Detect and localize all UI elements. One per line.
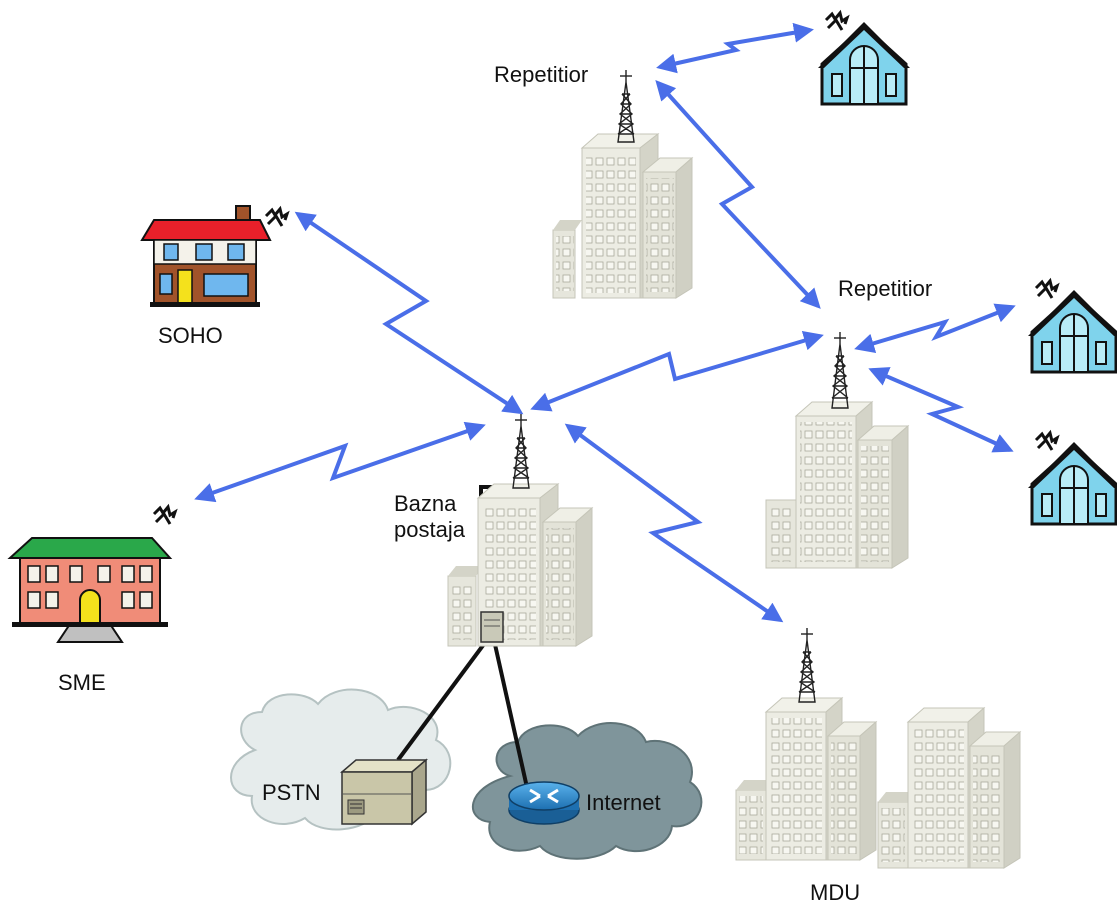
soho-house-icon xyxy=(140,205,290,307)
base-station-building xyxy=(447,482,594,647)
tower-mdu xyxy=(798,628,816,703)
tower-repeater-right xyxy=(831,332,849,409)
label-repeater-top: Repetitior xyxy=(494,62,589,87)
link-repeater-right-house1 xyxy=(854,303,1016,353)
link-base-repeater-right xyxy=(530,330,824,412)
tower-repeater-top xyxy=(617,70,635,143)
link-repeater-right-house2 xyxy=(868,367,1014,453)
label-pstn: PSTN xyxy=(262,780,321,805)
repeater-top-building xyxy=(552,132,694,299)
label-internet: Internet xyxy=(586,790,661,815)
antenna-tower-icon xyxy=(512,70,849,703)
subscriber-house-right-1 xyxy=(1028,277,1117,374)
tower-base-station xyxy=(512,414,530,489)
label-repeater-right: Repetitior xyxy=(838,276,933,301)
link-base-mdu xyxy=(564,423,784,623)
label-mdu: MDU xyxy=(810,880,861,905)
repeater-right-building xyxy=(765,400,910,569)
label-base-station-line2: postaja xyxy=(394,517,465,542)
internet-router-icon xyxy=(508,781,580,825)
link-repeater-top-house xyxy=(656,22,814,74)
mdu-buildings xyxy=(735,696,1022,869)
link-soho-base xyxy=(294,211,524,415)
base-station-equipment-icon xyxy=(480,611,504,643)
label-sme: SME xyxy=(58,670,106,695)
internet-cloud xyxy=(471,722,703,860)
label-soho: SOHO xyxy=(158,323,223,348)
subscriber-house-top xyxy=(818,9,910,106)
sme-building-icon xyxy=(7,503,178,643)
subscriber-house-right-2 xyxy=(1028,429,1117,526)
label-base-station-line1: Bazna xyxy=(394,491,457,516)
pstn-switch-icon xyxy=(339,758,429,826)
link-sme-base xyxy=(194,421,486,503)
link-repeater-top-repeater-right xyxy=(655,80,821,309)
wireless-links xyxy=(194,22,1016,623)
